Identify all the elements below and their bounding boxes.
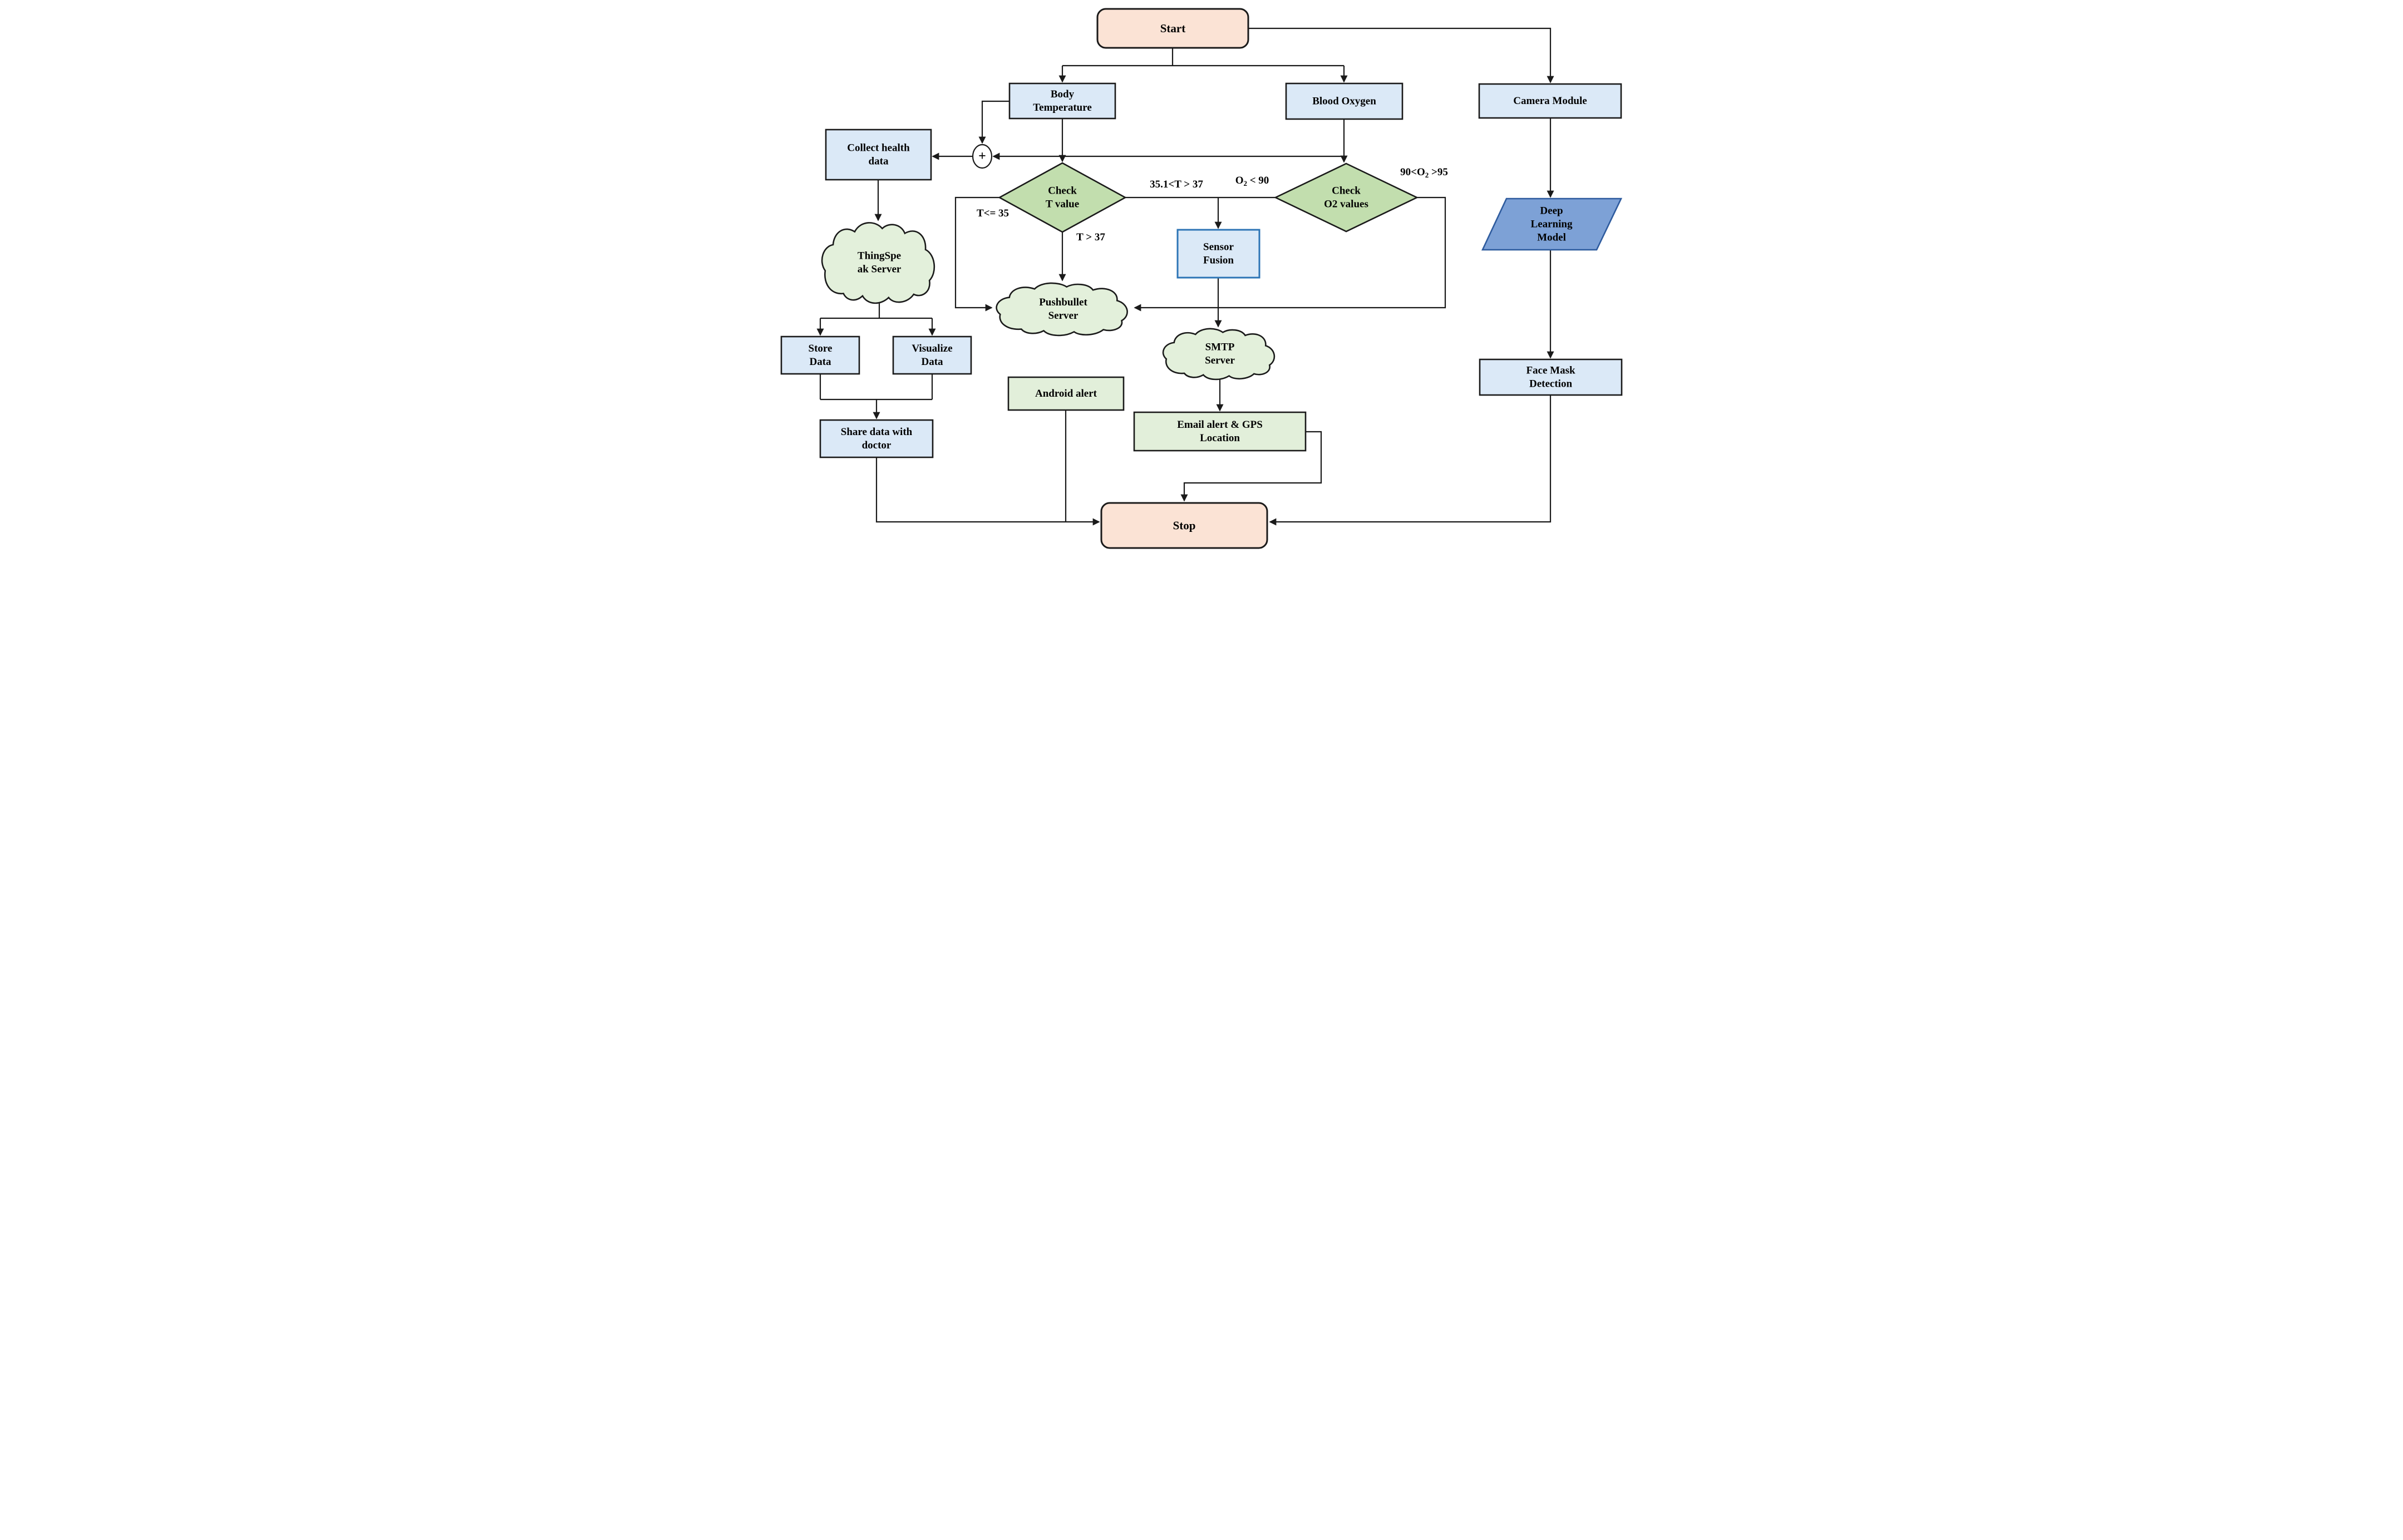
label-o2-low: O2 < 90	[1235, 175, 1269, 187]
stop-shape	[1100, 502, 1268, 549]
pushbullet-server-shape	[997, 283, 1127, 335]
email-alert-gps-shape	[1133, 411, 1307, 452]
edge-labels-layer: 35.1<T > 37 O2 < 90 90<O2 >95T<= 35 T > 37	[977, 166, 1448, 243]
node-start: Start	[1096, 8, 1249, 49]
label-t-high: T > 37	[1076, 231, 1105, 243]
edges-layer	[816, 27, 1554, 526]
blood-oxygen-label: Blood Oxygen	[1312, 96, 1376, 107]
camera-module-shape	[1478, 83, 1622, 119]
smtp-server-shape	[1163, 329, 1274, 379]
node-blood-oxygen: Blood Oxygen	[1285, 82, 1404, 120]
android-alert-label: Android alert	[1035, 388, 1097, 399]
node-android-alert: Android alert	[1007, 376, 1125, 411]
android-alert-shape	[1007, 376, 1125, 411]
share-data-doctor-shape	[819, 419, 934, 458]
camera-module-label: Camera Module	[1513, 95, 1587, 107]
label-t-mid-range: 35.1<T > 37	[1150, 179, 1203, 190]
node-camera-module: Camera Module	[1478, 83, 1622, 119]
visualize-data-shape	[892, 335, 972, 375]
face-mask-detection-shape	[1479, 358, 1623, 396]
label-o2-range: 90<O2 >95	[1400, 166, 1448, 179]
plus-junction-shape	[972, 144, 993, 169]
body-temperature-shape	[1008, 82, 1116, 120]
start-label: Start	[1160, 22, 1186, 35]
edge-start-to-camera-module	[1248, 27, 1554, 83]
edge-email-alert-to-stop	[1180, 431, 1322, 502]
edge-share-doctor-to-stop	[875, 457, 1100, 526]
stop-label: Stop	[1173, 519, 1196, 532]
plus-junction-label: +	[978, 149, 986, 164]
store-data-shape	[780, 335, 860, 375]
start-shape	[1096, 8, 1249, 49]
thingspeak-server-shape	[822, 223, 934, 303]
check-t-value-shape	[998, 162, 1127, 233]
sensor-fusion-shape	[1176, 229, 1260, 279]
edge-check-o2-to-pushbullet	[1134, 196, 1446, 312]
edge-face-mask-to-stop	[1269, 395, 1552, 526]
collect-health-data-shape	[825, 129, 932, 181]
edge-body-temperature-to-plus	[978, 100, 1010, 144]
node-plus-junction: +	[972, 144, 993, 169]
edge-check-t-low-to-pushbullet	[954, 196, 999, 312]
deep-learning-model-shape	[1481, 198, 1623, 251]
blood-oxygen-shape	[1285, 82, 1404, 120]
label-t-low: T<= 35	[977, 208, 1009, 219]
check-o2-values-shape	[1273, 162, 1419, 233]
node-stop: Stop	[1100, 502, 1268, 549]
